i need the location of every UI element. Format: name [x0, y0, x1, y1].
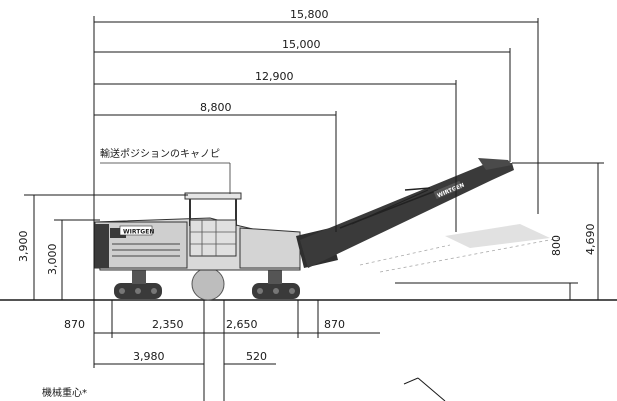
conveyor-ghost	[445, 224, 550, 248]
milling-drum	[191, 267, 225, 301]
dim-height-3000: 3,000	[46, 244, 59, 276]
dim-length-15000: 15,000	[282, 38, 321, 51]
brand-plate	[119, 225, 153, 236]
dim-height-3900: 3,900	[17, 231, 30, 263]
top-dimensions: 15,800 15,000 12,900 8,800	[93, 8, 539, 300]
dim-drum-to-track: 2,650	[226, 318, 258, 331]
dim-length-8800: 8,800	[200, 101, 232, 114]
dim-front-overhang: 870	[64, 318, 85, 331]
dim-rear-overhang: 870	[324, 318, 345, 331]
dim-overall-length: 15,800	[290, 8, 329, 21]
left-heights: 3,900 3,000	[17, 194, 188, 300]
dim-800: 800	[550, 235, 563, 256]
discharge-conveyor: WIRTGEN	[300, 158, 514, 268]
canopy-label: 輸送ポジションのキャノピ	[100, 147, 220, 160]
right-heights: 4,690 800	[395, 162, 604, 300]
brand-text: WIRTGEN	[123, 229, 154, 236]
dim-discharge-height: 4,690	[584, 224, 597, 256]
center-of-gravity-label: 機械重心*	[42, 386, 87, 399]
canopy	[184, 192, 242, 257]
dim-track-to-drum: 2,350	[152, 318, 184, 331]
milling-machine: WIRTGEN	[94, 158, 561, 301]
dim-length-12900: 12,900	[255, 70, 294, 83]
dim-cog-x: 3,980	[133, 350, 165, 363]
dim-cog-offset: 520	[246, 350, 267, 363]
bottom-dimensions: 870 2,350 2,650 870 3,980 520	[64, 300, 380, 401]
